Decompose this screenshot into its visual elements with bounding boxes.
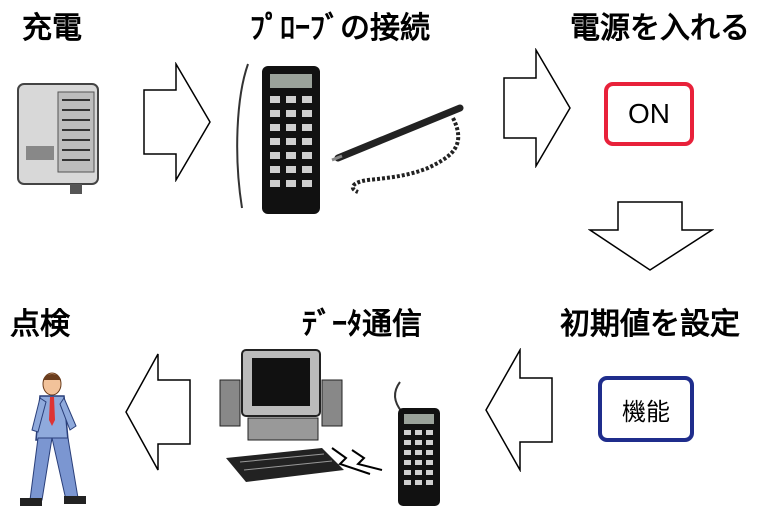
arrow-right-2 (503, 48, 571, 168)
arrow-left-1 (485, 348, 553, 472)
step-data-comm-title: ﾃﾞｰﾀ通信 (302, 307, 422, 342)
step-power-title: 電源を入れる (570, 11, 750, 46)
computer-icon (219, 349, 440, 506)
function-button[interactable]: 機能 (598, 376, 694, 442)
step-charge-title: 充電 (22, 11, 82, 46)
on-button[interactable]: ON (604, 82, 694, 146)
arrow-down (588, 201, 714, 271)
step-inspect-title: 点検 (10, 307, 70, 342)
arrow-left-2 (125, 353, 191, 471)
charger-icon (17, 83, 99, 194)
probe-device-icon (236, 63, 464, 214)
step-initial-title: 初期値を設定 (560, 307, 740, 342)
arrow-right-1 (143, 62, 211, 182)
walking-person-icon (20, 372, 86, 506)
step-probe-title: ﾌﾟﾛｰﾌﾞの接続 (250, 11, 430, 46)
